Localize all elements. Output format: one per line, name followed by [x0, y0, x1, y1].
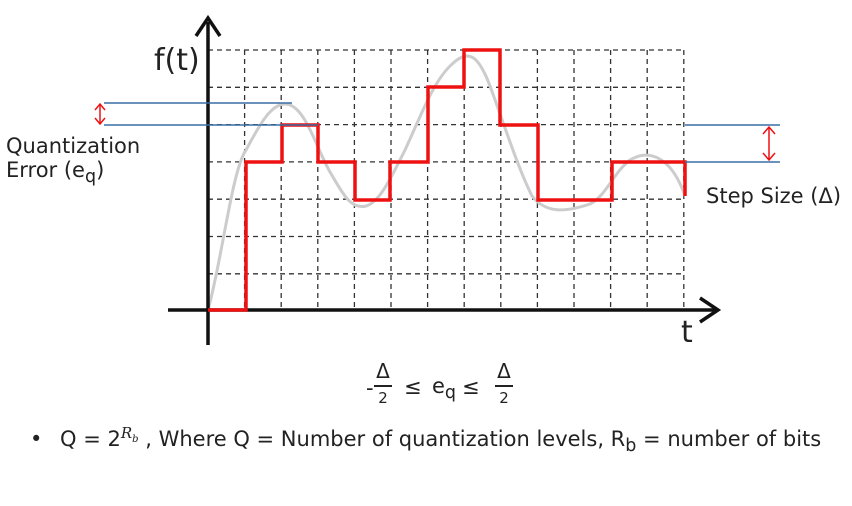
- formula-q: Q = 2: [60, 427, 121, 451]
- quantization-error-label: Quantization Error (eq): [6, 134, 141, 186]
- exponent-base: R: [120, 424, 133, 442]
- less-equal-sign: ≤: [462, 375, 480, 399]
- quantized-staircase-signal: [208, 48, 687, 312]
- step-size-label: Step Size (Δ): [706, 184, 842, 208]
- step-arrow-head-up: [762, 125, 776, 135]
- error-arrow-head-down: [94, 117, 106, 126]
- x-axis-arrow: [699, 296, 722, 324]
- error-variable-subscript: q: [444, 383, 457, 404]
- y-axis-arrow: [194, 14, 222, 37]
- step-arrow-head-down: [762, 152, 776, 162]
- formula-exponent: Rb: [120, 423, 139, 445]
- error-variable-letter: e: [432, 374, 445, 398]
- upper-bound-denominator: 2: [499, 388, 509, 407]
- fraction-bar: [495, 385, 513, 387]
- y-axis-label: f(t): [154, 43, 200, 78]
- error-arrow-head-up: [94, 102, 106, 111]
- lower-bound-denominator: 2: [378, 388, 388, 407]
- error-variable: eq: [432, 374, 456, 402]
- exponent-subscript: b: [132, 434, 139, 445]
- formula-description: , Where Q = Number of quantization level…: [138, 427, 626, 451]
- quantization-error-subscript: q: [84, 167, 97, 188]
- lower-bound-fraction: Δ 2: [372, 360, 394, 407]
- quantization-error-line1: Quantization: [6, 134, 141, 158]
- bullet-dot: •: [30, 427, 43, 451]
- lower-bound-numerator: Δ: [376, 359, 390, 383]
- fraction-bar: [374, 385, 392, 387]
- upper-bound-numerator: Δ: [497, 359, 511, 383]
- upper-bound-fraction: Δ 2: [493, 360, 515, 407]
- less-equal-sign: ≤: [404, 375, 422, 399]
- quantization-error-close: ): [96, 158, 105, 182]
- analog-signal-curve: [206, 54, 687, 311]
- bullet-text: Q = 2Rb , Where Q = Number of quantizati…: [32, 426, 822, 455]
- formula-description-end: = number of bits: [636, 427, 822, 451]
- minus-sign: -: [366, 376, 374, 400]
- quantization-error-line2: Error (e: [6, 158, 85, 182]
- error-and-step-markers: [94, 102, 780, 163]
- rb-subscript: b: [625, 436, 637, 457]
- bullet-item: • Q = 2Rb , Where Q = Number of quantiza…: [30, 425, 842, 455]
- axes: [168, 14, 722, 345]
- x-axis-label: t: [681, 315, 693, 350]
